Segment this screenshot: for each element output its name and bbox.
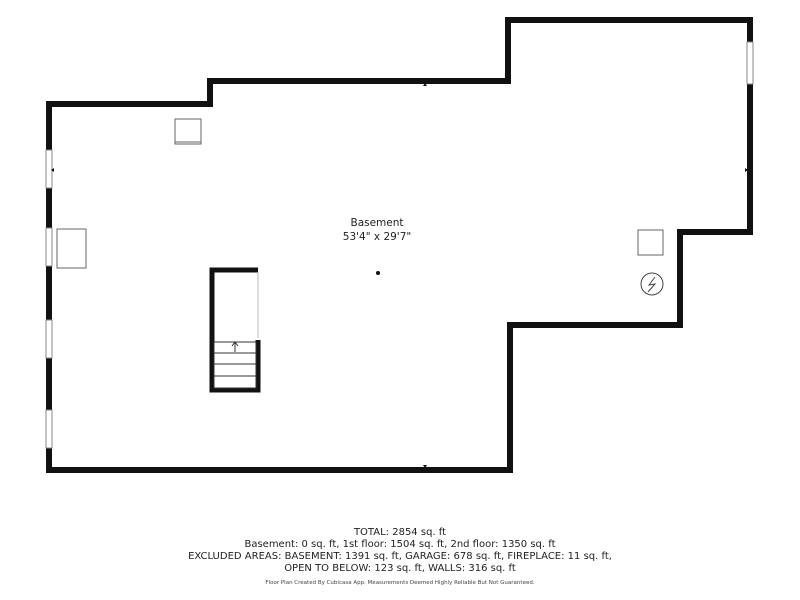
appliance-box xyxy=(56,228,87,269)
window xyxy=(45,409,53,449)
electrical-panel-icon xyxy=(640,272,664,296)
wall-marker xyxy=(423,465,427,468)
wall-marker xyxy=(745,168,748,172)
credit-note: Floor Plan Created By Cubicasa App. Meas… xyxy=(265,580,535,586)
window xyxy=(45,227,53,267)
stair-arrow-head xyxy=(231,341,239,347)
utility-box-right xyxy=(637,229,664,256)
left-wall-windows xyxy=(45,149,53,449)
exterior-wall xyxy=(46,17,753,473)
floor-areas: Basement: 0 sq. ft, 1st floor: 1504 sq. … xyxy=(244,539,556,550)
excluded-areas: EXCLUDED AREAS: BASEMENT: 1391 sq. ft, G… xyxy=(188,551,612,562)
other-areas: OPEN TO BELOW: 123 sq. ft, WALLS: 316 sq… xyxy=(284,563,516,574)
window xyxy=(45,149,53,189)
stairwell-wall xyxy=(209,267,261,393)
room-name: Basement xyxy=(350,217,404,229)
staircase xyxy=(213,341,257,389)
window xyxy=(746,41,754,85)
window xyxy=(45,319,53,359)
wall-marker xyxy=(51,168,54,172)
room-label: Basement 53'4" x 29'7" xyxy=(277,216,477,244)
wall-markers xyxy=(51,83,748,468)
total-area: TOTAL: 2854 sq. ft xyxy=(353,527,447,538)
room-center-dot xyxy=(376,271,380,275)
wall-marker xyxy=(423,83,427,86)
utility-box xyxy=(174,118,202,145)
room-dimensions: 53'4" x 29'7" xyxy=(342,231,412,243)
